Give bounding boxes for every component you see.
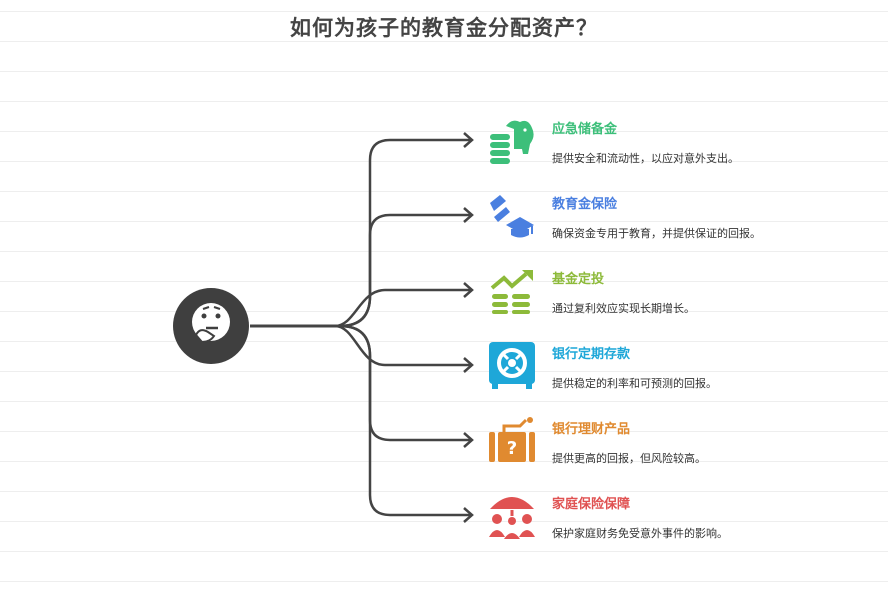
item-title: 教育金保险 (552, 197, 618, 212)
arrow-head-icon (463, 507, 474, 523)
page-title: 如何为孩子的教育金分配资产？ (290, 15, 598, 40)
item-title: 基金定投 (552, 272, 605, 287)
item-description: 确保资金专用于教育，并提供保证的回报。 (552, 227, 761, 240)
piggy-bank-coins-icon (490, 120, 534, 164)
item-title: 家庭保险保障 (552, 497, 631, 512)
svg-text:?: ? (507, 438, 517, 459)
item-title: 银行定期存款 (552, 347, 631, 362)
arrow-head-icon (463, 132, 474, 148)
growth-chart-icon (490, 270, 533, 314)
item-description: 提供安全和流动性，以应对意外支出。 (552, 152, 739, 165)
graduation-cap-icon (490, 195, 534, 238)
branch-item: ? 银行理财产品 提供更高的回报，但风险较高。 (488, 416, 868, 476)
safe-icon (489, 342, 535, 389)
arrow-head-icon (463, 282, 474, 298)
item-title: 应急储备金 (552, 122, 618, 137)
connector-line (250, 324, 472, 517)
item-description: 提供稳定的利率和可预测的回报。 (552, 377, 717, 390)
branch-item: 应急储备金 提供安全和流动性，以应对意外支出。 (488, 116, 868, 176)
arrow-head-icon (463, 432, 474, 448)
connector-line (250, 324, 472, 442)
branch-item: 教育金保险 确保资金专用于教育，并提供保证的回报。 (488, 191, 868, 251)
family-umbrella-icon (489, 497, 535, 539)
connector-line (250, 213, 472, 328)
branch-item: 银行定期存款 提供稳定的利率和可预测的回报。 (488, 341, 868, 401)
item-description: 保护家庭财务免受意外事件的影响。 (552, 527, 728, 540)
item-title: 银行理财产品 (552, 422, 631, 437)
item-description: 通过复利效应实现长期增长。 (552, 302, 695, 315)
thinking-face-icon (192, 303, 230, 344)
arrow-head-icon (463, 357, 474, 373)
mystery-suitcase-icon: ? (489, 417, 535, 462)
item-description: 提供更高的回报，但风险较高。 (552, 452, 706, 465)
branch-item: 基金定投 通过复利效应实现长期增长。 (488, 266, 868, 326)
branch-item: 家庭保险保障 保护家庭财务免受意外事件的影响。 (488, 491, 868, 551)
connector-line (250, 138, 472, 328)
arrow-head-icon (463, 207, 474, 223)
